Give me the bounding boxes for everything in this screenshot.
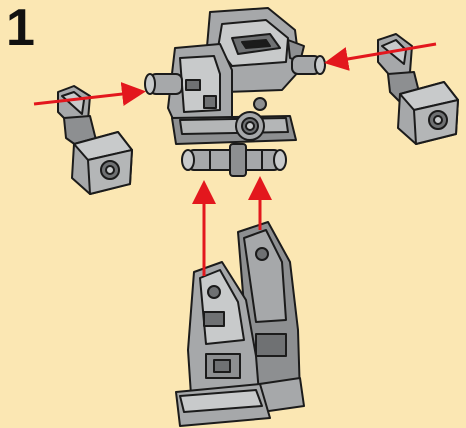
arrow-right-arm-to-torso — [324, 42, 437, 71]
left-arm-assembly — [57, 85, 133, 195]
hip-connector — [181, 143, 287, 177]
step-number: 1 — [6, 0, 35, 57]
right-arm-assembly — [377, 33, 459, 145]
leg-assembly — [175, 221, 305, 427]
arrow-left-arm-to-torso — [33, 82, 146, 106]
torso-assembly — [144, 7, 326, 145]
assembly-arrows — [33, 42, 437, 276]
